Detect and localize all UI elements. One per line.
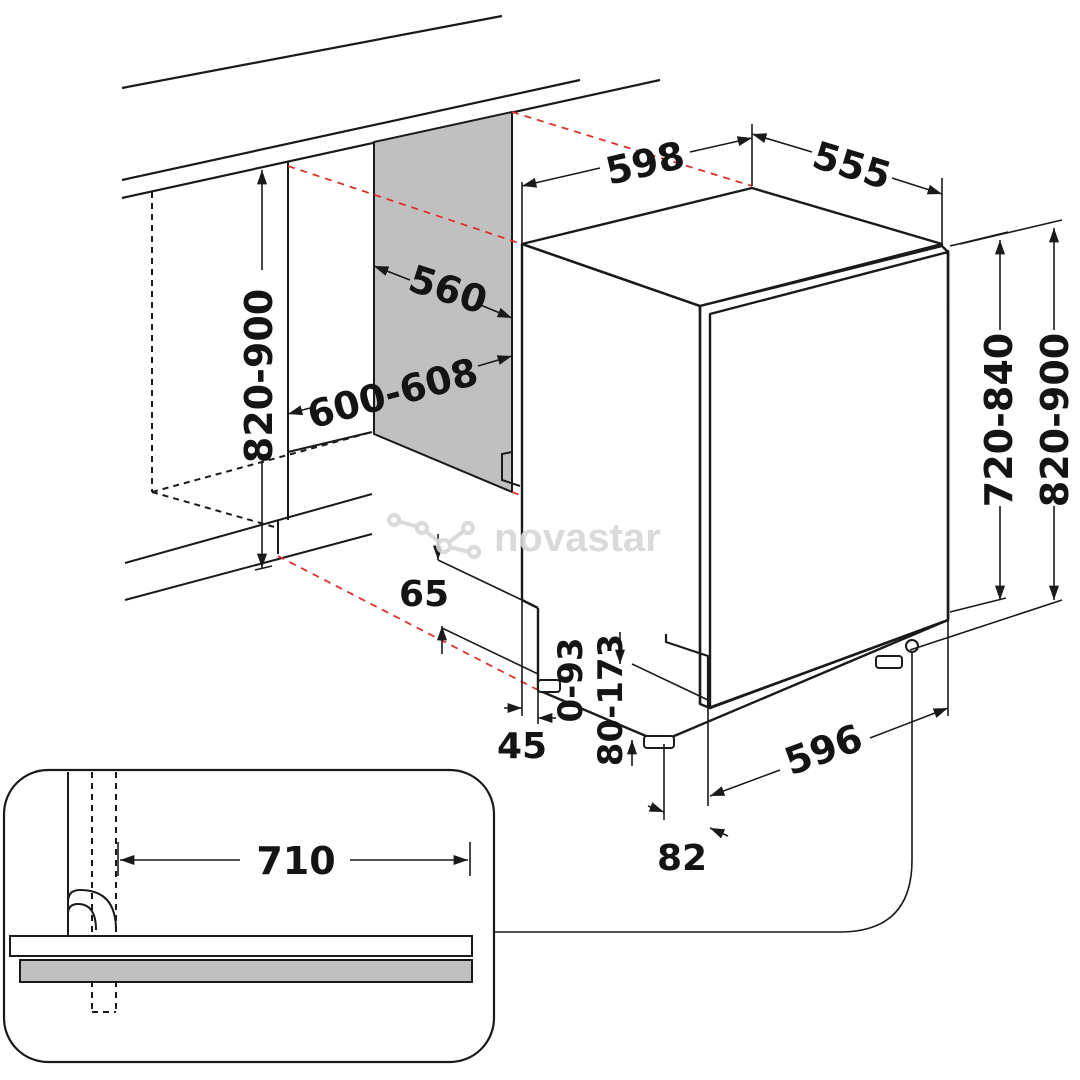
label-plinth-height: 80-173 (591, 634, 631, 766)
front-door (698, 244, 950, 710)
label-appliance-height: 720-840 (977, 333, 1021, 507)
label-niche-height: 820-900 (237, 289, 281, 463)
worktop-section (19, 959, 473, 983)
hose-detail-inset (2, 768, 496, 1064)
label-foot-adjust: 0-93 (551, 637, 591, 722)
label-total-height: 820-900 (1033, 333, 1077, 507)
plinth (664, 634, 901, 710)
label-hose-length: 710 (256, 839, 335, 883)
foot-front-center (643, 735, 675, 749)
adjustable-feet (537, 639, 919, 749)
dimension-lines (254, 124, 1063, 933)
label-rear-gap: 65 (399, 574, 449, 615)
label-appliance-depth: 555 (807, 133, 896, 198)
foot-rear-right (875, 655, 903, 669)
alignment-guides (277, 111, 753, 691)
foot-front-left (537, 679, 561, 693)
hose-outlet (905, 639, 919, 653)
label-appliance-width: 598 (601, 133, 688, 194)
label-side-gap: 45 (497, 726, 547, 767)
label-front-depth: 596 (779, 716, 869, 784)
side-panel-notch (501, 451, 521, 487)
watermark-text: novastar (494, 516, 661, 560)
label-toe-kick: 82 (657, 838, 707, 879)
molecule-icon (387, 513, 481, 559)
watermark-logo: novastar (387, 513, 661, 560)
